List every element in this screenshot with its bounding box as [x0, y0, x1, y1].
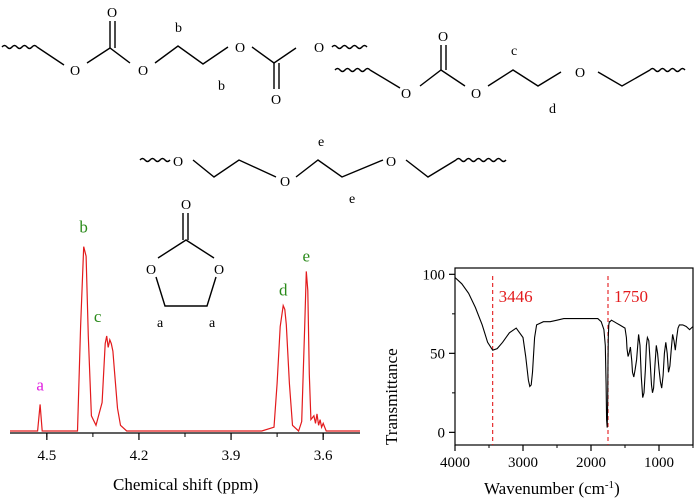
wavy-bond-icon [649, 67, 686, 73]
nmr-x-tick-label: 4.2 [130, 448, 149, 464]
oxygen-atom: O [401, 87, 411, 102]
wavy-bond-icon [331, 44, 368, 50]
proton-label-a: a [209, 316, 216, 331]
oxygen-atom: O [280, 175, 290, 190]
ftir-x-axis-label: Wavenumber (cm-1) [484, 479, 620, 498]
oxygen-atom: O [214, 263, 224, 278]
oxygen-atom: O [173, 155, 183, 170]
oxygen-atom: O [471, 87, 481, 102]
nmr-x-tick-label: 4.5 [37, 448, 56, 464]
proton-label-b: b [175, 21, 182, 36]
ftir-spectrum-line [454, 277, 694, 428]
nmr-spectrum-line [10, 246, 360, 433]
structure-carbonate-ethylene: O O O O O O b b [1, 6, 368, 108]
nmr-peak-label: e [302, 246, 310, 265]
oxygen-atom: O [235, 41, 245, 56]
ftir-x-tick-label: 3000 [508, 455, 538, 471]
ftir-x-tick-label: 2000 [576, 455, 606, 471]
nmr-peak-label: c [94, 307, 102, 326]
nmr-x-ticks: 4.5 4.2 3.9 3.6 [37, 433, 333, 464]
oxygen-atom: O [271, 93, 281, 108]
wavy-bond-icon [1, 44, 38, 50]
oxygen-atom: O [70, 64, 80, 79]
proton-label-a: a [157, 316, 164, 331]
ftir-y-tick-label: 50 [430, 346, 445, 362]
structure-carbonate-ether: O O O O c d [334, 30, 686, 117]
ftir-y-tick-label: 0 [438, 425, 446, 441]
nmr-x-tick-label: 3.6 [314, 448, 333, 464]
nmr-peak-label: d [279, 281, 288, 300]
nmr-x-axis-label: Chemical shift (ppm) [113, 475, 258, 494]
oxygen-atom: O [386, 155, 396, 170]
structure-ethylene-carbonate: O O O a a [146, 198, 224, 331]
ftir-reference-markers: 3446 1750 [492, 276, 648, 445]
wavy-bond-icon [455, 157, 507, 163]
oxygen-atom: O [181, 198, 191, 213]
oxygen-atom: O [575, 66, 585, 81]
nmr-chart: 4.5 4.2 3.9 3.6 a b c de Chemical shift (ppm) [10, 218, 360, 494]
proton-label-d: d [549, 102, 556, 117]
oxygen-atom: O [107, 6, 117, 21]
wavy-bond-icon [139, 157, 171, 163]
nmr-peak-label: a [36, 375, 44, 394]
ftir-plot-frame [454, 267, 694, 446]
oxygen-atom: O [314, 41, 324, 56]
oxygen-atom: O [138, 64, 148, 79]
wavy-bond-icon [334, 67, 371, 73]
ftir-y-axis-label: Transmittance [382, 348, 401, 445]
structure-ether: O O O e e [139, 135, 507, 207]
ftir-x-tick-label: 4000 [440, 455, 470, 471]
oxygen-atom: O [146, 263, 156, 278]
nmr-peak-labels: a b c de [36, 218, 310, 395]
proton-label-e: e [349, 192, 355, 207]
ftir-marker-label: 1750 [614, 287, 648, 306]
ftir-chart: 4000 3000 2000 1000 0 50 100 3446 1750 Transmit… [382, 267, 694, 498]
proton-label-c: c [511, 44, 517, 59]
ftir-y-tick-label: 100 [423, 267, 446, 283]
nmr-x-tick-label: 3.9 [222, 448, 241, 464]
ftir-x-tick-label: 1000 [644, 455, 674, 471]
oxygen-atom: O [438, 30, 448, 45]
proton-label-b: b [218, 79, 225, 94]
nmr-peak-label: b [79, 218, 88, 237]
ftir-marker-label: 3446 [499, 287, 533, 306]
proton-label-e: e [318, 135, 324, 150]
ftir-ticks: 4000 3000 2000 1000 0 50 100 [423, 267, 694, 471]
